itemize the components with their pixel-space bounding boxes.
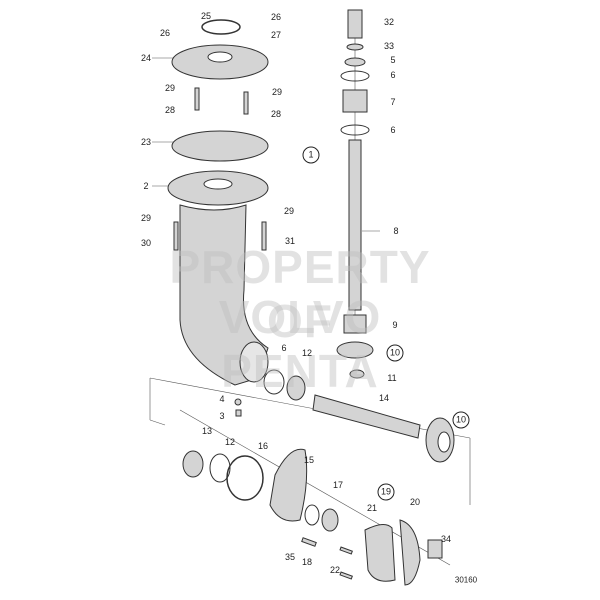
callout-29: 29 <box>164 83 176 93</box>
callout-26: 26 <box>270 12 282 22</box>
screw-31 <box>261 221 267 251</box>
callout-15: 15 <box>303 455 315 465</box>
bushing-34 <box>427 539 443 559</box>
callout-21: 21 <box>366 503 378 513</box>
callout-4: 4 <box>219 394 225 404</box>
callout-9: 9 <box>392 320 398 330</box>
shaft-8 <box>348 139 362 311</box>
bracket-21 <box>364 524 396 582</box>
callout-29: 29 <box>283 206 295 216</box>
circled-callout-1: 1 <box>302 146 320 164</box>
callout-6: 6 <box>390 70 396 80</box>
drawing-number: 30160 <box>454 575 478 585</box>
callout-6: 6 <box>390 125 396 135</box>
callout-31: 31 <box>284 236 296 246</box>
shaft-14 <box>312 394 421 439</box>
callout-14: 14 <box>378 393 390 403</box>
o-ring-25 <box>201 19 241 35</box>
callout-23: 23 <box>140 137 152 147</box>
circled-callout-10: 10 <box>386 344 404 362</box>
callout-24: 24 <box>140 53 152 63</box>
callout-35: 35 <box>284 552 296 562</box>
gasket-23 <box>171 130 269 162</box>
callout-13: 13 <box>201 426 213 436</box>
sleeve-32 <box>347 9 363 39</box>
callout-28: 28 <box>164 105 176 115</box>
bearing-housing-15 <box>269 448 308 522</box>
callout-18: 18 <box>301 557 313 567</box>
screw-28 <box>194 87 200 111</box>
callout-6: 6 <box>281 343 287 353</box>
callout-32: 32 <box>383 17 395 27</box>
watermark-line1: PROPERTY OF <box>169 241 431 347</box>
callout-28: 28 <box>270 109 282 119</box>
callout-22: 22 <box>329 565 341 575</box>
callout-17: 17 <box>332 480 344 490</box>
callout-34: 34 <box>440 534 452 544</box>
bearing-7 <box>342 89 368 113</box>
callout-3: 3 <box>219 411 225 421</box>
screw-30 <box>173 221 179 251</box>
callout-20: 20 <box>409 497 421 507</box>
gear-10 <box>336 341 374 359</box>
horizontal-shaft-parts <box>182 369 455 586</box>
housing-parts <box>167 19 269 386</box>
callout-11: 11 <box>387 373 397 383</box>
callout-27: 27 <box>270 30 282 40</box>
callout-30: 30 <box>140 238 152 248</box>
callout-8: 8 <box>393 226 399 236</box>
callout-12: 12 <box>301 348 313 358</box>
callout-2: 2 <box>143 181 149 191</box>
watermark-line2: VOLVO PENTA <box>218 291 382 397</box>
circled-callout-19: 19 <box>377 483 395 501</box>
upper-gear-housing <box>179 204 269 386</box>
callout-26: 26 <box>159 28 171 38</box>
screw-28b <box>243 91 249 115</box>
callout-33: 33 <box>383 41 395 51</box>
callout-12: 12 <box>224 437 236 447</box>
vertical-shaft-parts <box>336 9 374 379</box>
callout-5: 5 <box>390 55 396 65</box>
bearing-9 <box>343 314 367 334</box>
callout-29: 29 <box>271 87 283 97</box>
callout-7: 7 <box>390 97 396 107</box>
callout-16: 16 <box>257 441 269 451</box>
callout-29: 29 <box>140 213 152 223</box>
circled-callout-10: 10 <box>452 411 470 429</box>
bracket-20 <box>399 519 421 586</box>
callout-25: 25 <box>200 11 212 21</box>
